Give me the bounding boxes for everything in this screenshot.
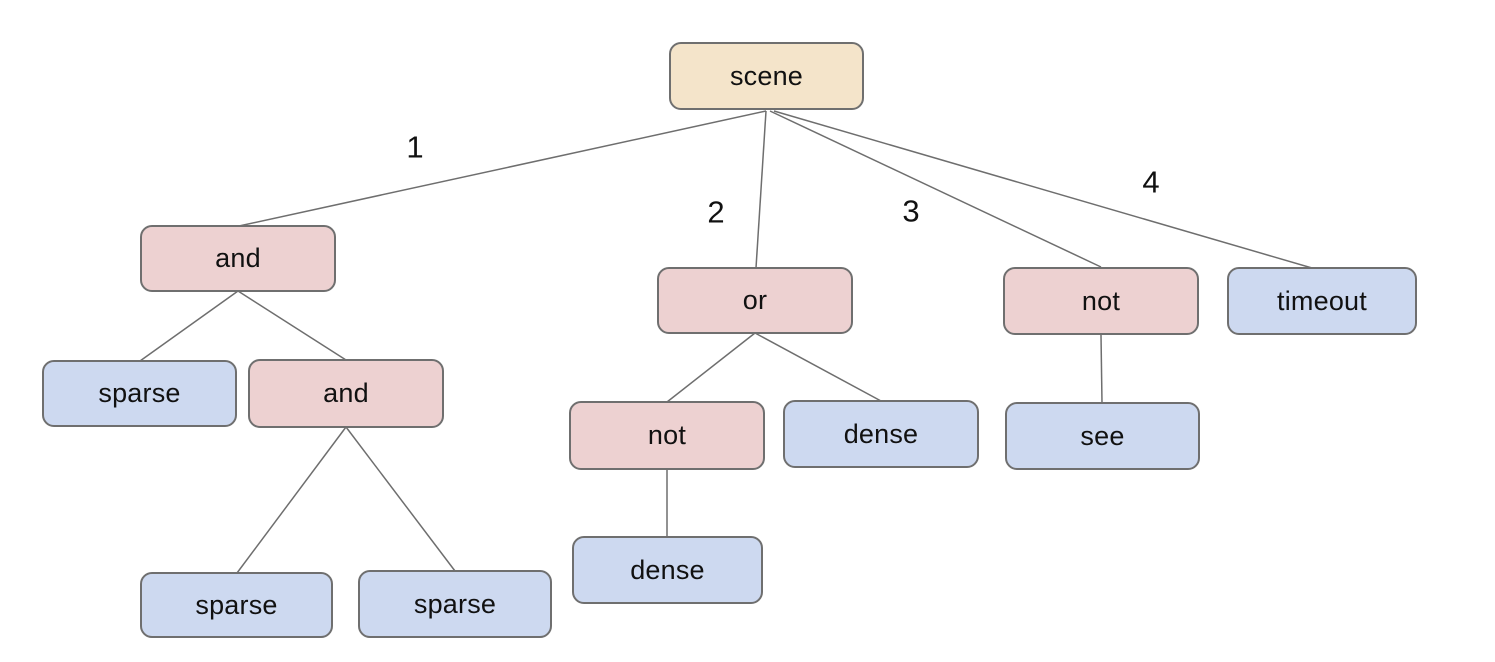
edge-scene-or xyxy=(755,110,767,269)
edge-label-3: 3 xyxy=(902,193,920,229)
edge-scene-timeout xyxy=(773,110,1313,269)
edge-label-1: 1 xyxy=(406,129,424,165)
node-label-timeout: timeout xyxy=(1277,285,1367,316)
edge-and2-sparse2 xyxy=(236,426,347,574)
node-label-dense-1: dense xyxy=(843,418,919,449)
node-label-sparse-3: sparse xyxy=(413,588,497,619)
edge-label-4: 4 xyxy=(1142,164,1160,200)
tree-node-dense-1: dense xyxy=(783,400,979,468)
edge-and-and xyxy=(237,290,347,361)
node-label-see: see xyxy=(1080,420,1125,451)
tree-node-sparse-1: sparse xyxy=(42,360,237,427)
edge-scene-not xyxy=(769,110,1102,268)
tree-node-sparse-3: sparse xyxy=(358,570,552,638)
tree-node-not-1: not xyxy=(1003,267,1199,335)
tree-node-and-2: and xyxy=(248,359,444,428)
tree-node-and-1: and xyxy=(140,225,336,292)
tree-node-scene: scene xyxy=(669,42,864,110)
node-label-or-1: or xyxy=(742,285,768,315)
node-label-and-2: and xyxy=(323,378,369,408)
node-label-not-2: not xyxy=(647,420,687,450)
edge-scene-and xyxy=(238,110,767,227)
node-label-sparse-2: sparse xyxy=(195,589,278,620)
node-label-scene: scene xyxy=(729,60,804,91)
tree-node-sparse-2: sparse xyxy=(140,572,333,638)
node-label-not-1: not xyxy=(1081,285,1121,316)
edge-not-see xyxy=(1100,334,1103,404)
tree-node-or-1: or xyxy=(657,267,853,334)
edge-or-not xyxy=(666,332,756,403)
tree-node-see: see xyxy=(1005,402,1200,470)
edge-or-dense xyxy=(754,332,882,402)
edge-and-sparse xyxy=(139,290,239,362)
tree-node-not-2: not xyxy=(569,401,765,470)
node-label-and-1: and xyxy=(215,243,261,273)
node-label-dense-2: dense xyxy=(630,554,705,585)
node-label-sparse-1: sparse xyxy=(98,378,181,408)
edge-and2-sparse3 xyxy=(345,426,456,572)
tree-node-dense-2: dense xyxy=(572,536,763,604)
tree-node-timeout: timeout xyxy=(1227,267,1417,335)
edge-label-2: 2 xyxy=(707,194,725,230)
